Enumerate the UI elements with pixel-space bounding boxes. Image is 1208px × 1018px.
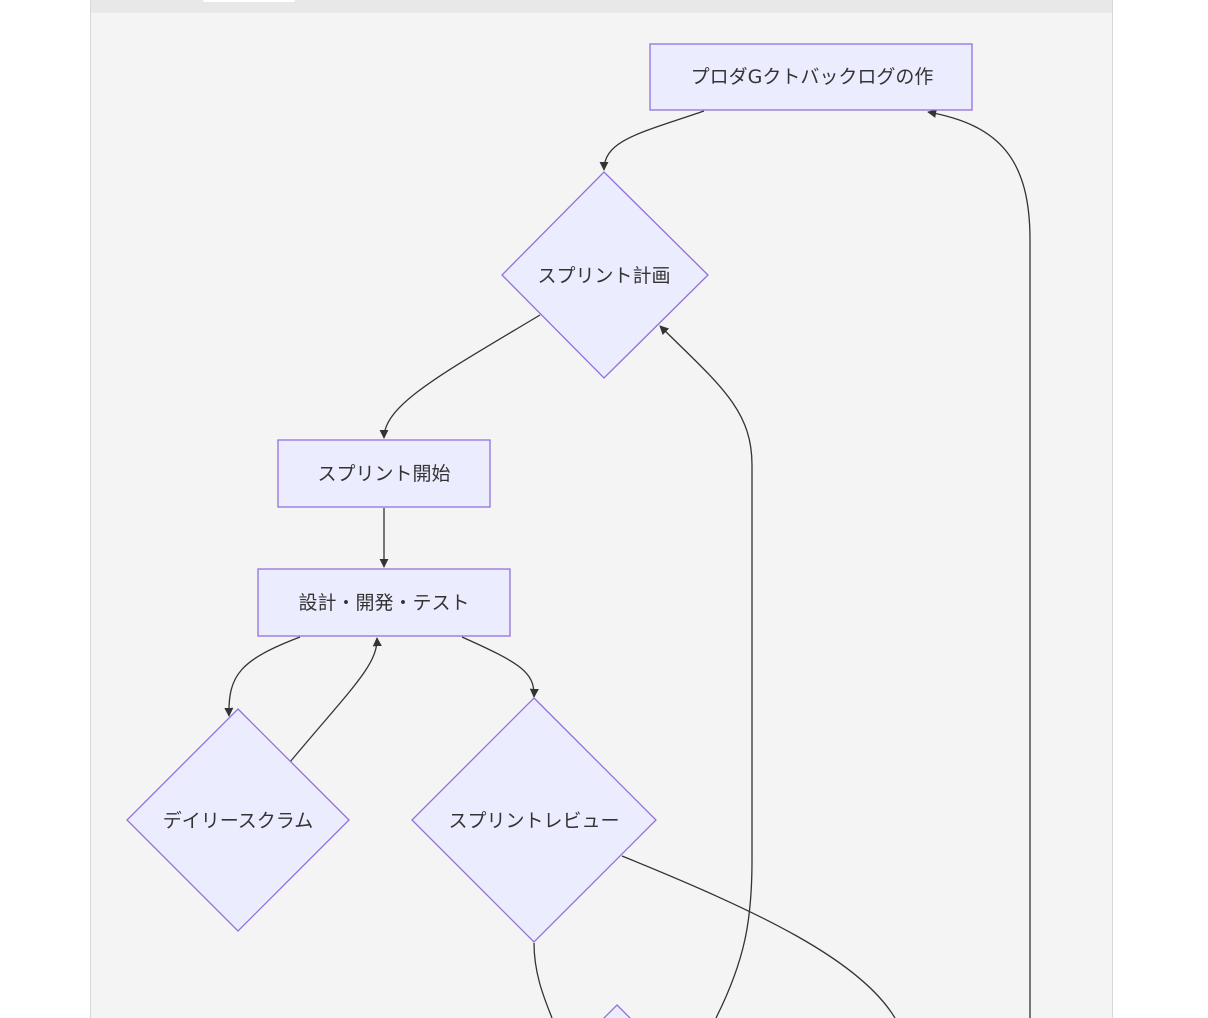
node-product-backlog[interactable]: プロダGクトバックログの作 — [649, 43, 973, 111]
node-daily-scrum[interactable]: デイリースクラム — [126, 708, 350, 932]
edge-offscreen-to-planning — [659, 325, 753, 1018]
edge-offscreen-to-backlog — [927, 108, 1031, 1018]
node-label: 設計・開発・テスト — [298, 592, 469, 614]
node-partial-diamond[interactable] — [594, 1004, 640, 1018]
node-design-dev-test[interactable]: 設計・開発・テスト — [257, 568, 511, 637]
panel-toolbar — [91, 0, 1112, 13]
edge-dev-to-review — [461, 636, 539, 698]
node-sprint-start[interactable]: スプリント開始 — [277, 439, 491, 508]
node-sprint-review[interactable]: スプリントレビュー — [411, 697, 657, 943]
edge-backlog-to-planning — [599, 110, 705, 171]
node-sprint-planning[interactable]: スプリント計画 — [501, 171, 709, 379]
edge-dev-to-daily — [224, 636, 301, 717]
edge-review-to-partial — [533, 942, 553, 1018]
node-label: スプリント開始 — [317, 463, 450, 485]
toolbar-tab[interactable] — [203, 0, 295, 2]
node-label: スプリントレビュー — [448, 810, 619, 832]
node-label: スプリント計画 — [537, 265, 670, 287]
edge-planning-to-start — [379, 314, 541, 439]
edge-review-to-offscreen — [621, 855, 896, 1018]
node-label: デイリースクラム — [163, 810, 313, 832]
edge-daily-to-dev — [289, 637, 382, 763]
node-label: プロダGクトバックログの作 — [691, 66, 934, 88]
